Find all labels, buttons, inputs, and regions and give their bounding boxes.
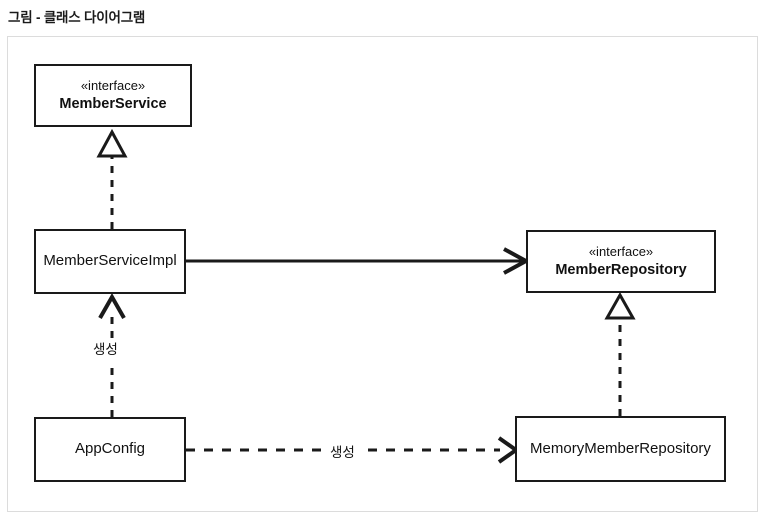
class-box-memory-member-repository[interactable]: MemoryMemberRepository bbox=[515, 416, 726, 482]
open-arrowhead bbox=[497, 436, 520, 464]
class-stereotype: «interface» bbox=[588, 244, 654, 260]
edge-label-create-horizontal: 생성 bbox=[327, 441, 358, 461]
open-arrowhead bbox=[98, 292, 126, 319]
connector-impl-realizes-service bbox=[96, 128, 128, 229]
connector-memory-realizes-repository bbox=[604, 291, 636, 416]
connector-appconfig-creates-impl bbox=[98, 292, 126, 417]
hollow-triangle-arrowhead bbox=[96, 128, 128, 158]
class-box-member-repository[interactable]: «interface» MemberRepository bbox=[526, 230, 716, 293]
class-box-member-service-impl[interactable]: MemberServiceImpl bbox=[34, 229, 186, 294]
class-name: MemberRepository bbox=[555, 261, 687, 278]
class-name: AppConfig bbox=[74, 440, 146, 458]
hollow-triangle-arrowhead bbox=[604, 291, 636, 320]
class-box-app-config[interactable]: AppConfig bbox=[34, 417, 186, 482]
class-name: MemoryMemberRepository bbox=[530, 439, 711, 457]
class-name: MemberService bbox=[59, 95, 167, 112]
edge-label-create-vertical: 생성 bbox=[90, 338, 121, 358]
class-box-member-service[interactable]: «interface» MemberService bbox=[34, 64, 192, 127]
class-stereotype: «interface» bbox=[80, 78, 146, 94]
page-title: 그림 - 클래스 다이어그램 bbox=[8, 10, 146, 25]
class-name: MemberServiceImpl bbox=[43, 252, 177, 270]
connector-impl-uses-repository bbox=[186, 247, 531, 275]
